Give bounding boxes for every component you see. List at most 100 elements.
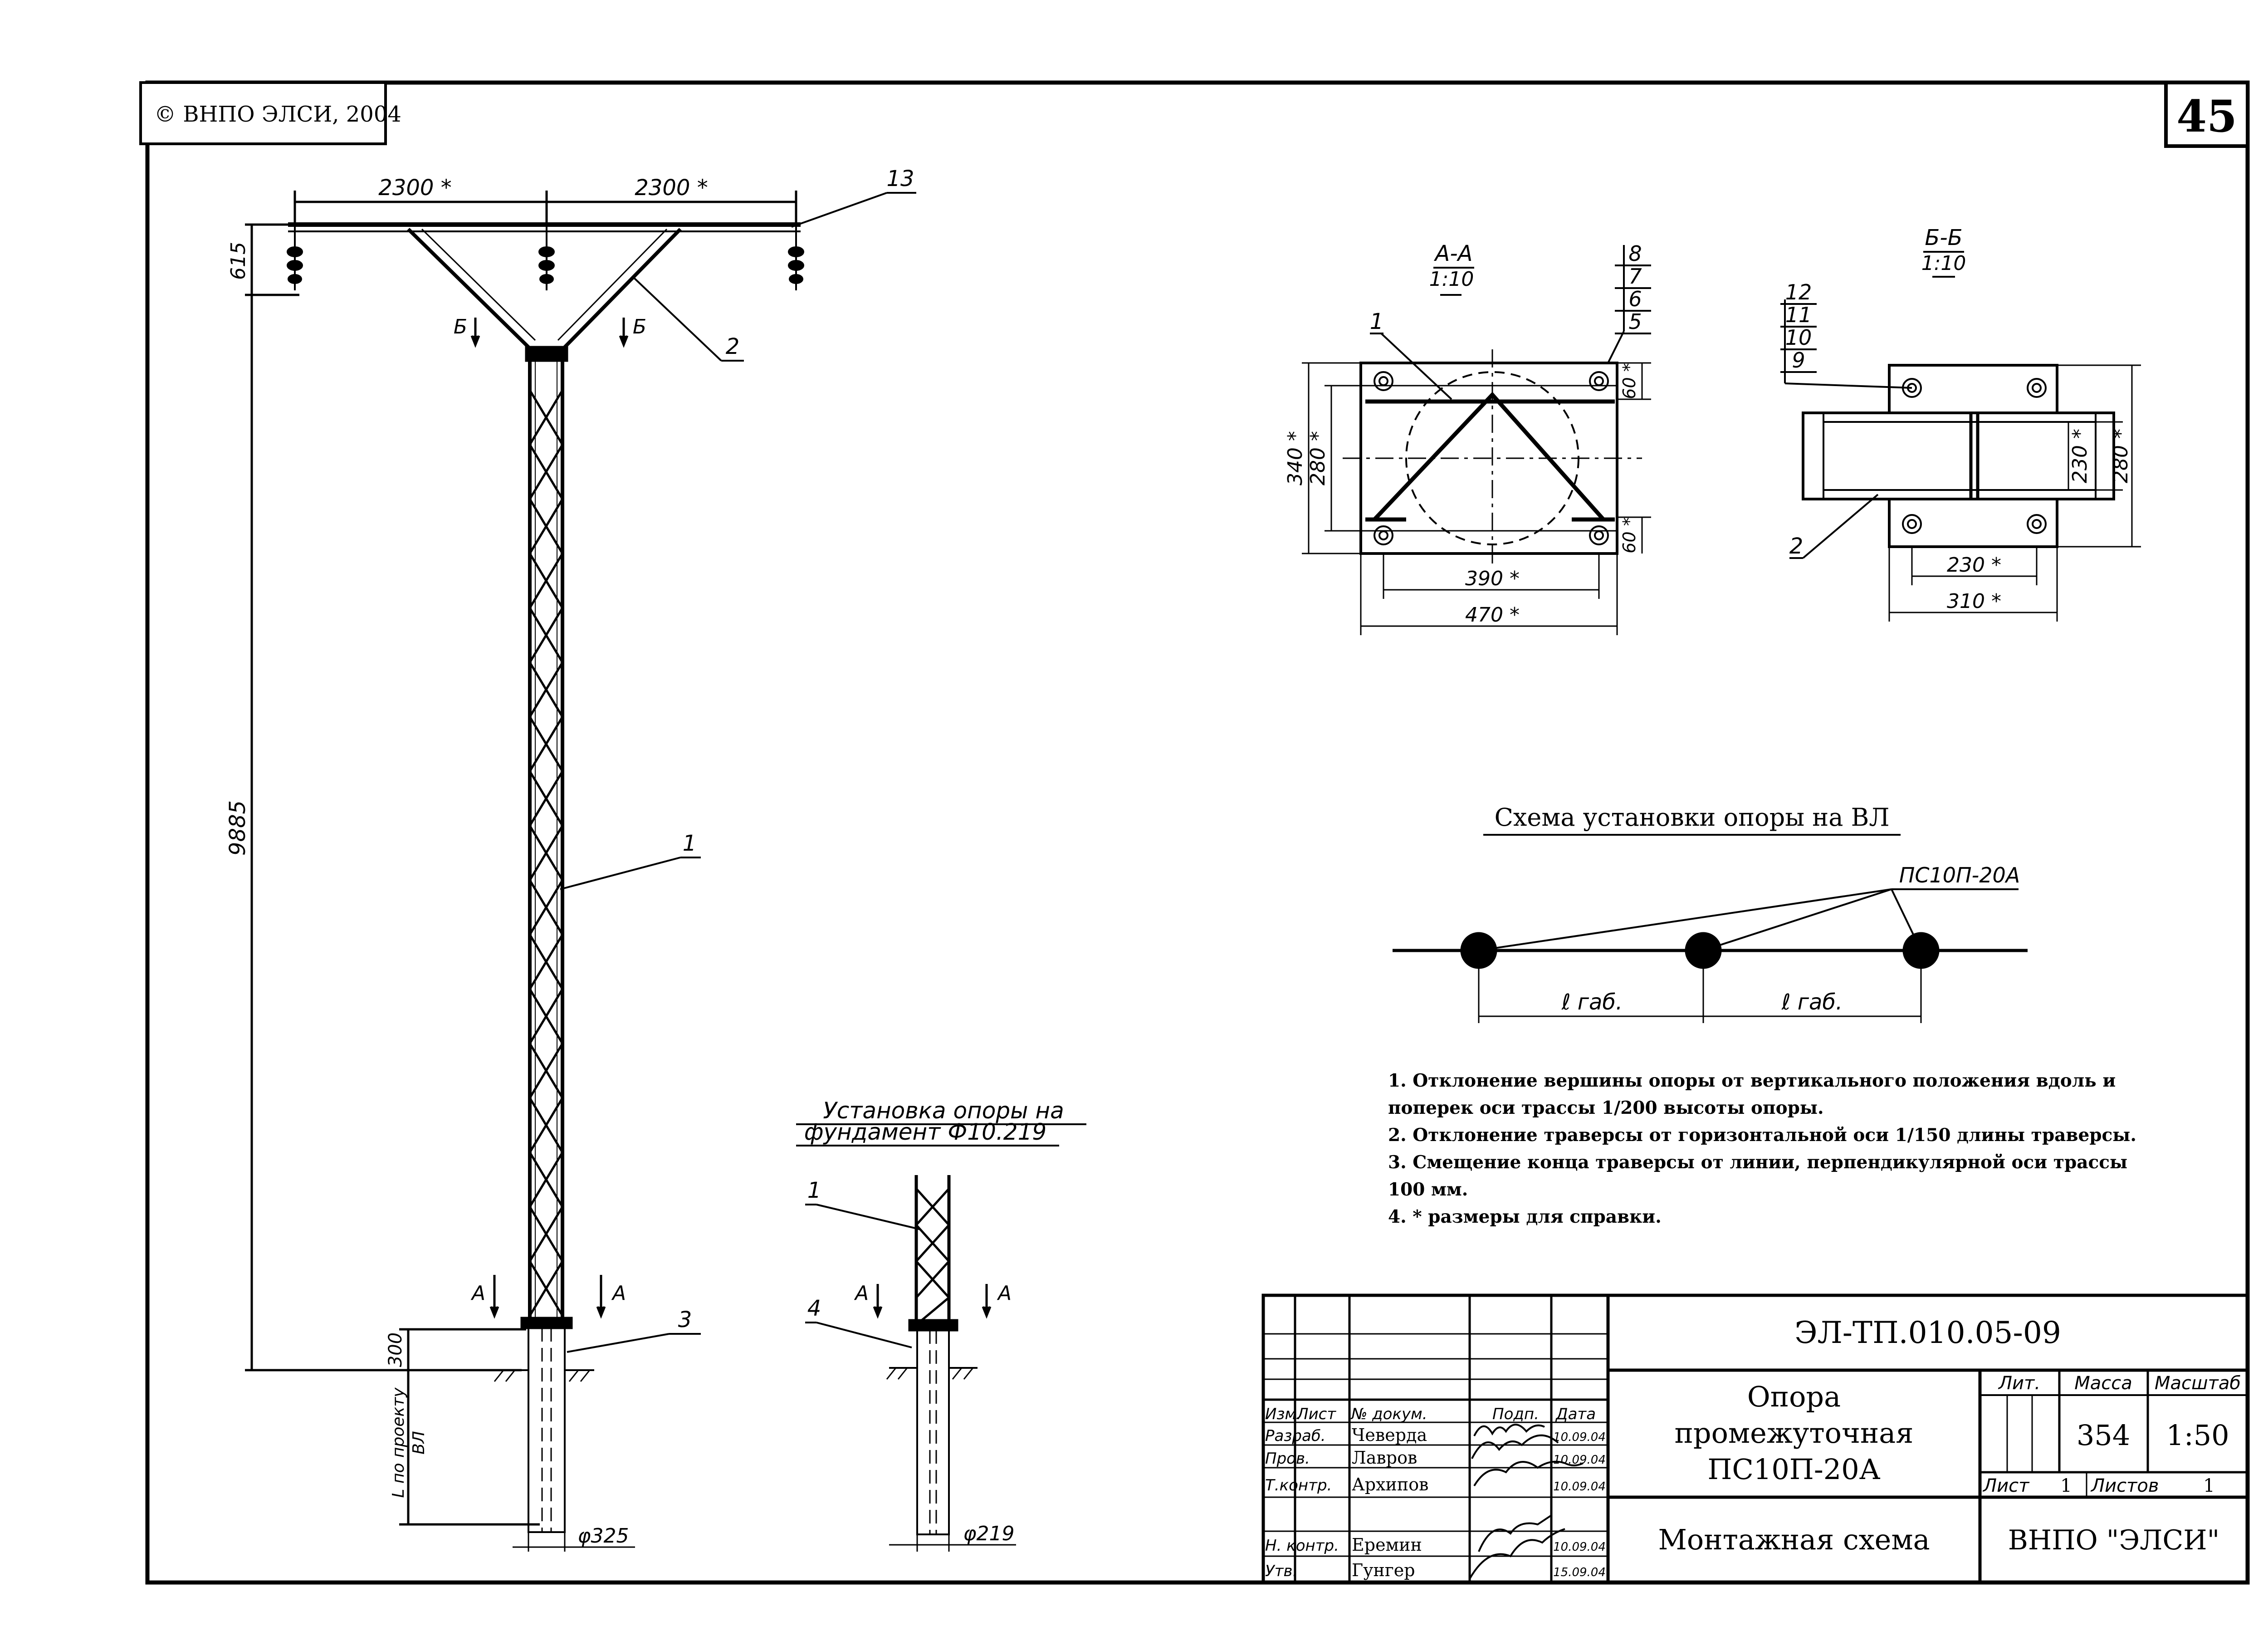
- row-role-nkontr: Н. контр.: [1265, 1537, 1339, 1555]
- section-bb-callout-12: 12: [1785, 280, 1812, 304]
- notes-block: 1. Отклонение вершины опоры от вертикаль…: [1388, 1067, 2141, 1230]
- section-aa-callout-1: 1: [1370, 309, 1384, 334]
- section-bb-callout-11: 11: [1785, 303, 1812, 327]
- insulator-left: [287, 227, 303, 290]
- mass-header: Масса: [2074, 1373, 2132, 1394]
- section-aa-callout-7: 7: [1628, 264, 1642, 289]
- copyright-text: © ВНПО ЭЛСИ, 2004: [154, 102, 401, 127]
- section-aa-title: А-А: [1434, 241, 1473, 266]
- row-date-nkontr: 10.09.04: [1553, 1540, 1606, 1554]
- row-name-prov: Лавров: [1352, 1448, 1417, 1468]
- copyright-box: [139, 81, 387, 145]
- col-header-doc: № докум.: [1350, 1405, 1427, 1423]
- dim-insulator-height: 615: [227, 242, 250, 280]
- callout-13: 13: [886, 166, 914, 191]
- row-role-prov: Пров.: [1265, 1450, 1310, 1468]
- row-role-tkontr: Т.контр.: [1265, 1476, 1332, 1494]
- section-bb-callout-10: 10: [1785, 325, 1812, 350]
- dim-depth-label-2: ВЛ: [410, 1431, 428, 1455]
- sheet-label: Лист: [1982, 1475, 2030, 1496]
- section-bb-view: [1780, 251, 2141, 622]
- sheet-number-box: [2164, 81, 2249, 148]
- row-date-utv: 15.09.04: [1553, 1566, 1606, 1579]
- section-aa-dim-bottom-edge: 60 *: [1619, 517, 1639, 553]
- signatures: [1469, 1424, 1584, 1579]
- line-scheme-pole-label: ПС10П-20А: [1899, 863, 2020, 887]
- col-header-list: Лист: [1296, 1405, 1336, 1423]
- dim-foundation-reveal: 300: [385, 1332, 406, 1367]
- foundation-view: [796, 1123, 1086, 1552]
- product-name-line1: Опора: [1747, 1380, 1841, 1413]
- foundation-callout-1: 1: [807, 1178, 821, 1203]
- foundation-title-line1: Установка опоры на: [823, 1097, 1064, 1124]
- insulator-right: [788, 227, 804, 290]
- sheet-value: 1: [2060, 1475, 2072, 1496]
- row-date-prov: 10.09.04: [1553, 1453, 1606, 1467]
- section-mark-b-left: Б: [454, 315, 467, 338]
- scale-value: 1:50: [2166, 1419, 2229, 1452]
- section-aa-view: [1302, 245, 1651, 635]
- foundation-title-line2: фундамент Ф10.219: [804, 1119, 1046, 1145]
- row-name-nkontr: Еремин: [1352, 1535, 1422, 1555]
- sheets-value: 1: [2203, 1475, 2214, 1496]
- section-bb-callout-2: 2: [1789, 534, 1804, 559]
- foundation-section-mark-a-right: А: [997, 1282, 1012, 1305]
- sheet-number: 45: [2176, 91, 2237, 142]
- row-name-utv: Гунгер: [1352, 1560, 1415, 1580]
- bolt-group-bb: [1902, 378, 2047, 534]
- note-1: 1. Отклонение вершины опоры от вертикаль…: [1388, 1070, 2116, 1118]
- section-bb-dim-outer-h: 280 *: [2109, 429, 2132, 483]
- section-aa-dim-outer-h: 340 *: [1284, 431, 1307, 485]
- row-name-razrab: Чеверда: [1352, 1425, 1427, 1445]
- line-scheme-span-2: ℓ габ.: [1781, 990, 1843, 1015]
- section-aa-dim-top-edge: 60 *: [1619, 363, 1639, 399]
- section-bb-dim-inner-h: 230 *: [2068, 429, 2092, 483]
- section-aa-dim-outer-w: 470 *: [1465, 603, 1520, 627]
- section-aa-scale: 1:10: [1429, 268, 1474, 291]
- dim-left-arm: 2300 *: [378, 175, 451, 201]
- foundation-section-mark-a-left: А: [854, 1282, 869, 1305]
- foundation-callout-4: 4: [807, 1296, 821, 1321]
- row-role-utv: Утв.: [1265, 1562, 1297, 1580]
- product-name-line3: ПС10П-20А: [1707, 1453, 1880, 1486]
- section-mark-a-left: А: [470, 1282, 485, 1305]
- section-bb-dim-outer-w: 310 *: [1947, 590, 2001, 613]
- doc-code: ЭЛ-ТП.010.05-09: [1794, 1315, 2061, 1350]
- row-date-razrab: 10.09.04: [1553, 1430, 1606, 1444]
- line-scheme-span-1: ℓ габ.: [1561, 990, 1623, 1015]
- line-scheme-title: Схема установки опоры на ВЛ: [1495, 803, 1890, 832]
- mass-value: 354: [2077, 1419, 2130, 1452]
- main-elevation-view: [245, 191, 916, 1552]
- dim-pipe-diameter: φ325: [577, 1524, 629, 1548]
- section-mark-a-right: А: [611, 1282, 626, 1305]
- section-bb-scale: 1:10: [1921, 252, 1966, 275]
- organization: ВНПО "ЭЛСИ": [2008, 1524, 2219, 1556]
- col-header-sign: Подп.: [1492, 1405, 1539, 1423]
- note-3: 3. Смещение конца траверсы от линии, пер…: [1388, 1152, 2128, 1200]
- col-header-date: Дата: [1555, 1405, 1596, 1423]
- note-4: 4. * размеры для справки.: [1388, 1206, 1662, 1227]
- row-name-tkontr: Архипов: [1352, 1475, 1428, 1494]
- dim-right-arm: 2300 *: [635, 175, 708, 201]
- section-bb-callout-9: 9: [1792, 348, 1805, 372]
- section-aa-callout-6: 6: [1628, 287, 1642, 311]
- note-2: 2. Отклонение траверсы от горизонтальной…: [1388, 1125, 2136, 1146]
- lit-header: Лит.: [1998, 1373, 2040, 1394]
- section-mark-b-right: Б: [633, 315, 646, 338]
- row-date-tkontr: 10.09.04: [1553, 1480, 1606, 1494]
- dim-shaft-height: 9885: [225, 800, 250, 856]
- sheet-title: Монтажная схема: [1658, 1523, 1930, 1556]
- insulator-center: [538, 227, 555, 290]
- section-bb-dim-inner-w: 230 *: [1947, 554, 2001, 577]
- section-bb-title: Б-Б: [1925, 225, 1962, 250]
- section-aa-callout-5: 5: [1628, 309, 1642, 334]
- callout-3: 3: [678, 1307, 692, 1332]
- callout-2: 2: [726, 334, 740, 359]
- foundation-diameter: φ219: [963, 1522, 1014, 1545]
- section-aa-dim-inner-w: 390 *: [1465, 567, 1520, 590]
- row-role-razrab: Разраб.: [1265, 1427, 1326, 1445]
- sheets-label: Листов: [2090, 1475, 2159, 1496]
- sheet-frame: [145, 80, 2250, 1585]
- section-aa-callout-8: 8: [1628, 241, 1642, 266]
